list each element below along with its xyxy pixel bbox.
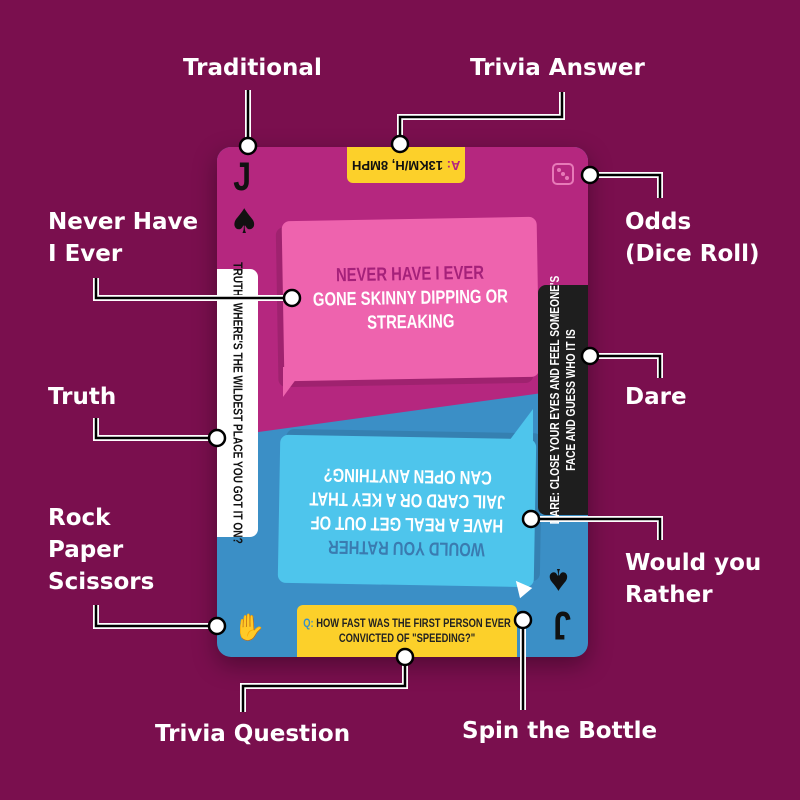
spade-icon: ♠ [229,202,260,242]
question-text: HOW FAST WAS THE FIRST PERSON EVER CONVI… [316,616,511,645]
label-odds: Odds(Dice Roll) [625,209,760,267]
bubble-tail [509,409,533,441]
question-prefix: Q: [303,616,314,630]
hand-icon: ✋ [233,613,266,643]
dare-strip: DARE: CLOSE YOUR EYES AND FEEL SOMEONE'S… [538,276,588,524]
dice-icon [552,163,574,185]
label-trivia-question: Trivia Question [155,721,351,747]
label-dare: Dare [625,384,687,410]
bubble-tail [283,367,305,397]
label-spin-the-bottle: Spin the Bottle [462,718,658,744]
rank-top: J [233,155,252,199]
label-trivia-answer: Trivia Answer [470,55,645,81]
truth-strip: TRUTH: WHERE'S THE WILDEST PLACE YOU GOT… [217,262,258,544]
label-traditional: Traditional [183,55,322,81]
playing-card: J ♠ A: 13KM/H, 8MPH NEVER HAVE I EVER GO… [217,147,588,657]
marker-dot [238,136,258,156]
trivia-answer-tab: A: 13KM/H, 8MPH [347,147,465,183]
label-truth: Truth [48,384,117,410]
